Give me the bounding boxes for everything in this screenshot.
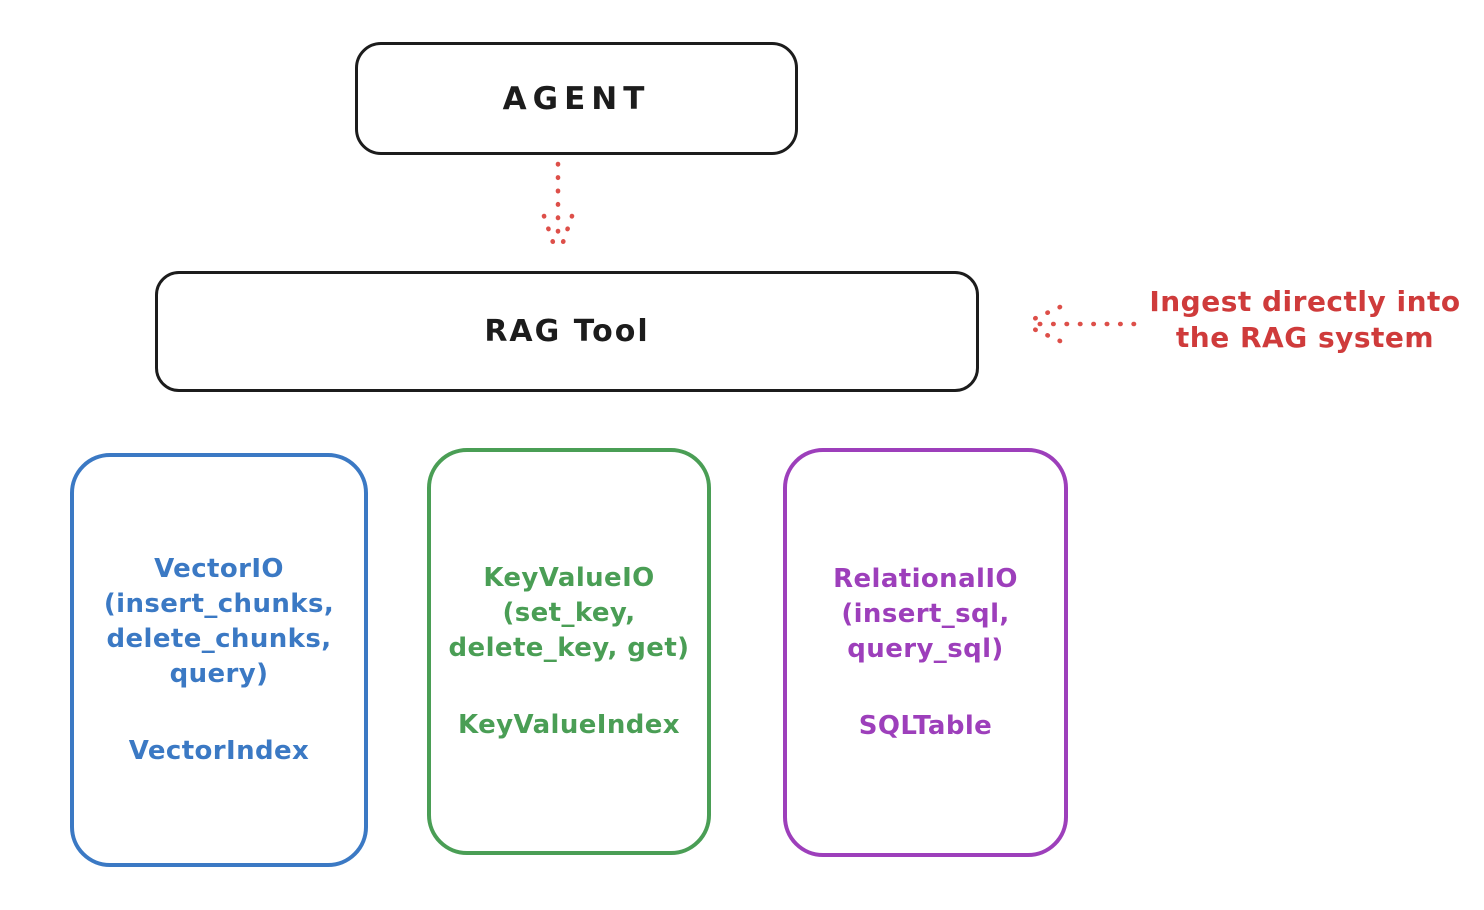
sql-table-label: SQLTable xyxy=(858,710,993,741)
vector-io-line: delete_chunks, xyxy=(106,623,332,654)
left-dotted-arrow-icon xyxy=(1022,304,1137,344)
keyvalue-io-text: KeyValueIO (set_key, delete_key, get) Ke… xyxy=(449,561,690,743)
keyvalue-io-line: delete_key, get) xyxy=(448,632,690,663)
relational-io-box: RelationalIO (insert_sql, query_sql) SQL… xyxy=(783,448,1068,857)
ingest-annotation: Ingest directly into the RAG system xyxy=(1138,284,1472,356)
relational-io-line: query_sql) xyxy=(847,633,1004,664)
agent-label: AGENT xyxy=(502,80,651,117)
relational-io-line: (insert_sql, xyxy=(841,598,1010,629)
vector-index-label: VectorIndex xyxy=(128,735,310,766)
relational-io-line: RelationalIO xyxy=(833,563,1018,594)
ingest-annotation-line2: the RAG system xyxy=(1175,321,1435,354)
ingest-annotation-line1: Ingest directly into xyxy=(1149,285,1461,318)
rag-tool-label: RAG Tool xyxy=(484,314,650,349)
vector-io-line: (insert_chunks, xyxy=(103,588,335,619)
keyvalue-io-line: (set_key, xyxy=(502,597,636,628)
vector-io-text: VectorIO (insert_chunks, delete_chunks, … xyxy=(104,552,334,769)
down-dotted-arrow-icon xyxy=(541,161,575,257)
keyvalue-io-box: KeyValueIO (set_key, delete_key, get) Ke… xyxy=(427,448,711,855)
rag-tool-node: RAG Tool xyxy=(155,271,979,392)
relational-io-text: RelationalIO (insert_sql, query_sql) SQL… xyxy=(833,562,1018,744)
keyvalue-index-label: KeyValueIndex xyxy=(458,709,680,740)
keyvalue-io-line: KeyValueIO xyxy=(483,562,655,593)
agent-node: AGENT xyxy=(355,42,798,155)
vector-io-line: query) xyxy=(169,658,269,689)
vector-io-line: VectorIO xyxy=(154,553,284,584)
vector-io-box: VectorIO (insert_chunks, delete_chunks, … xyxy=(70,453,368,867)
